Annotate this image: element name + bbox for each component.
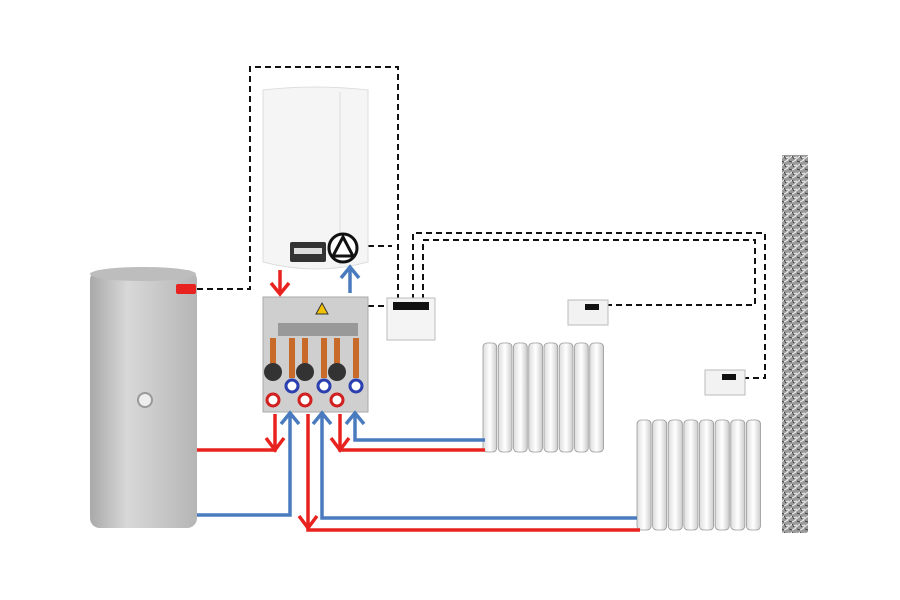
arrow-down-icon (329, 436, 351, 453)
radiator1-return-pipe (353, 414, 485, 442)
tank-sensor (176, 284, 196, 294)
wall-boiler (262, 86, 369, 270)
tank-return-pipe (197, 414, 292, 517)
room-thermostat-2 (704, 369, 746, 396)
radiator-section (497, 342, 513, 453)
radiator-1 (482, 342, 604, 453)
arrow-down-icon (269, 281, 291, 297)
radiator-section (543, 342, 559, 453)
radiator-section (730, 419, 746, 531)
arrow-up-icon (311, 410, 333, 426)
room-thermostat-1 (567, 299, 609, 326)
controller (386, 297, 436, 341)
tank-sensor-wire (197, 66, 399, 300)
radiator-section (528, 342, 543, 453)
arrow-up-icon (279, 410, 301, 426)
arrow-down-icon (297, 514, 319, 531)
thermostat2-wire (412, 232, 766, 379)
warning-icon (315, 301, 329, 315)
wall (782, 155, 808, 533)
pump-manifold (262, 296, 369, 413)
radiator-section (513, 342, 528, 453)
radiator-section (574, 342, 589, 453)
radiator-2 (636, 419, 761, 531)
radiator-section (683, 419, 699, 531)
arrow-down-icon (264, 436, 286, 453)
radiator-section (699, 419, 715, 531)
thermostat1-wire (422, 239, 756, 306)
radiator-section (636, 419, 652, 531)
flow-arrows (264, 264, 366, 531)
radiator-section (714, 419, 730, 531)
radiator-section (667, 419, 683, 531)
arrow-up-icon (344, 410, 366, 426)
radiator-section (558, 342, 574, 453)
radiator-section (589, 342, 604, 453)
radiator-section (745, 419, 761, 531)
hot-water-tank (90, 267, 197, 528)
tank-supply-pipe (197, 414, 277, 452)
radiator-section (482, 342, 498, 453)
arrow-up-icon (339, 264, 361, 280)
radiator2-return-pipe (320, 414, 637, 520)
radiator-section (652, 419, 668, 531)
pump-icon (327, 232, 359, 264)
tank-gauge-icon (137, 392, 153, 408)
